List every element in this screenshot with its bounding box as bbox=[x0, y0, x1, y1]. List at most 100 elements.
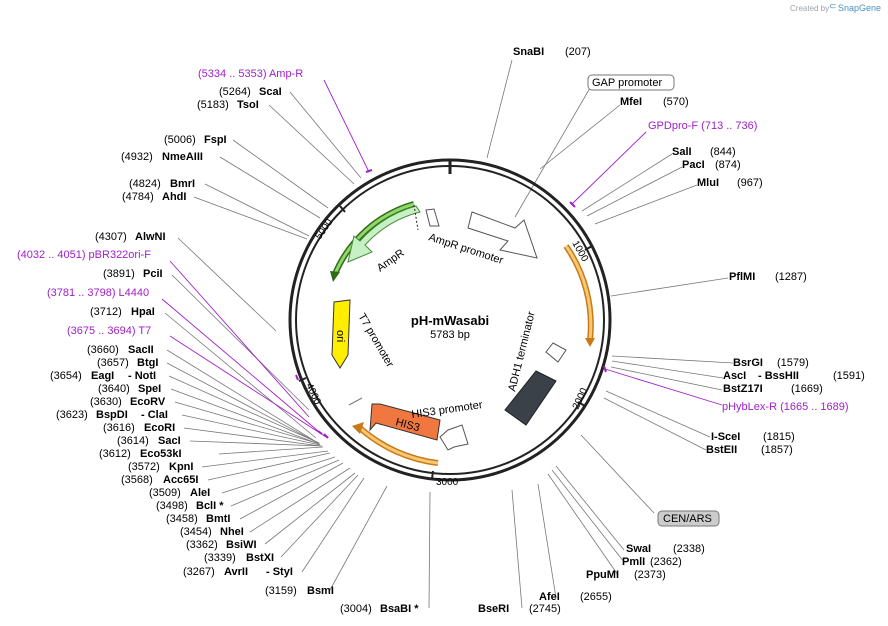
site-iscei: I-SceI bbox=[711, 431, 740, 443]
site-saci: SacI bbox=[158, 435, 181, 447]
site-bsmi-pos: (3159) bbox=[265, 585, 297, 597]
site-eagi-pos: (3654) bbox=[50, 370, 82, 382]
site-ahdi: AhdI bbox=[162, 191, 186, 203]
site-bstz17i: BstZ17I bbox=[723, 383, 763, 395]
site-tsoi-pos: (5183) bbox=[197, 99, 229, 111]
site-btgi-pos: (3657) bbox=[97, 357, 129, 369]
site-pcii-pos: (3891) bbox=[103, 268, 135, 280]
site-ppumi-pos: (2373) bbox=[634, 569, 666, 581]
ampr-dots bbox=[413, 204, 419, 231]
t7-promoter-label: T7 promoter bbox=[355, 312, 396, 370]
primer-pbr322ori: (4032 .. 4051) pBR322ori-F bbox=[17, 249, 151, 261]
site-pflmi: PflMI bbox=[729, 271, 755, 283]
site-bseri-pos: (2745) bbox=[529, 603, 561, 615]
adh1-small-arrow bbox=[545, 342, 567, 363]
site-bseri: BseRI bbox=[478, 603, 509, 615]
site-bmri-pos: (4824) bbox=[129, 178, 161, 190]
site-spei-pos: (3640) bbox=[98, 383, 130, 395]
tick-3000: 3000 bbox=[436, 477, 459, 488]
site-clai: - ClaI bbox=[141, 409, 168, 421]
site-mlui: MluI bbox=[697, 177, 719, 189]
site-ecorv-pos: (3630) bbox=[90, 396, 122, 408]
site-sacii-pos: (3660) bbox=[87, 344, 119, 356]
site-mfei-pos: (570) bbox=[663, 96, 689, 108]
site-bsabi: BsaBI * bbox=[380, 603, 419, 615]
site-afei: AfeI bbox=[539, 591, 560, 603]
site-nmeaiii-pos: (4932) bbox=[121, 151, 153, 163]
site-scai-pos: (5264) bbox=[219, 86, 251, 98]
site-spei: SpeI bbox=[138, 383, 161, 395]
ampr-label: AmpR bbox=[375, 247, 407, 274]
site-scai: ScaI bbox=[259, 86, 282, 98]
site-tsoi: TsoI bbox=[237, 99, 259, 111]
site-mlui-pos: (967) bbox=[737, 177, 763, 189]
site-nmeaiii: NmeAIII bbox=[162, 151, 203, 163]
primer-l4440: (3781 .. 3798) L4440 bbox=[47, 287, 149, 299]
site-bsshii: - BssHII bbox=[758, 370, 799, 382]
site-kpni: KpnI bbox=[169, 461, 193, 473]
site-nhei: NheI bbox=[220, 526, 244, 538]
ampr-promoter-arrow bbox=[467, 211, 538, 259]
site-alei: AleI bbox=[190, 487, 210, 499]
site-bstxi-pos: (3339) bbox=[204, 552, 236, 564]
site-saci-pos: (3614) bbox=[117, 435, 149, 447]
site-eco53ki: Eco53kI bbox=[140, 448, 182, 460]
gap-promoter-label: GAP promoter bbox=[592, 77, 662, 89]
gap-promoter-box bbox=[587, 74, 675, 91]
site-nhei-pos: (3454) bbox=[180, 526, 212, 538]
tick-marks bbox=[298, 205, 593, 480]
site-pcii: PciI bbox=[143, 268, 163, 280]
site-bmti-pos: (3458) bbox=[166, 513, 198, 525]
orf-arc-2-head-icon bbox=[352, 422, 364, 434]
site-ahdi-pos: (4784) bbox=[122, 191, 154, 203]
site-noti: - NotI bbox=[128, 370, 156, 382]
site-bsabi-pos: (3004) bbox=[340, 603, 372, 615]
site-bsrgi: BsrGI bbox=[733, 357, 763, 369]
site-asci: AscI bbox=[723, 370, 746, 382]
site-bstxi: BstXI bbox=[246, 552, 274, 564]
site-bspdi-pos: (3623) bbox=[56, 409, 88, 421]
site-bmri: BmrI bbox=[170, 178, 195, 190]
site-afei-pos: (2655) bbox=[580, 591, 612, 603]
site-alei-pos: (3509) bbox=[149, 487, 181, 499]
site-bsrgi-pos: (1579) bbox=[777, 357, 809, 369]
site-bsteii-pos: (1857) bbox=[761, 444, 793, 456]
tick-4000: 4000 bbox=[303, 382, 323, 407]
site-bsiwi-pos: (3362) bbox=[186, 539, 218, 551]
tick-2000: 2000 bbox=[571, 386, 591, 411]
site-pmli-pos: (2362) bbox=[650, 556, 682, 568]
ampr-small-arrow bbox=[425, 208, 440, 227]
site-avrii-pos: (3267) bbox=[183, 566, 215, 578]
site-kpni-pos: (3572) bbox=[128, 461, 160, 473]
site-bcli-pos: (3498) bbox=[156, 500, 188, 512]
site-snabi: SnaBI bbox=[513, 46, 544, 58]
site-paci-pos: (874) bbox=[715, 159, 741, 171]
site-bstz17i-pos: (1669) bbox=[791, 383, 823, 395]
site-pflmi-pos: (1287) bbox=[775, 271, 807, 283]
leader-lines bbox=[164, 59, 734, 609]
his3-promoter-arrow bbox=[439, 424, 469, 451]
site-styi: - StyI bbox=[266, 566, 293, 578]
site-ecorv: EcoRV bbox=[130, 396, 166, 408]
site-sali-pos: (844) bbox=[710, 146, 736, 158]
site-alwni-pos: (4307) bbox=[95, 231, 127, 243]
site-eco53ki-pos: (3612) bbox=[99, 448, 131, 460]
ori-arrow bbox=[331, 299, 351, 369]
site-bcli: BclI * bbox=[196, 500, 224, 512]
site-acc65i: Acc65I bbox=[163, 474, 198, 486]
site-sali: SalI bbox=[672, 146, 692, 158]
adh1-terminator-block bbox=[504, 370, 557, 426]
primer-markers bbox=[295, 169, 607, 439]
site-alwni: AlwNI bbox=[135, 231, 166, 243]
credit-brand: SnapGene bbox=[838, 3, 881, 13]
site-bmti: BmtI bbox=[206, 513, 230, 525]
site-sacii: SacII bbox=[128, 344, 154, 356]
primer-phyblex: pHybLex-R (1665 .. 1689) bbox=[722, 401, 849, 413]
site-ecori: EcoRI bbox=[144, 422, 175, 434]
t7-marker bbox=[348, 397, 363, 406]
orf-arc-2-fill bbox=[359, 426, 439, 465]
site-paci: PacI bbox=[682, 159, 705, 171]
his3-arrow bbox=[369, 403, 441, 441]
site-ecori-pos: (3616) bbox=[103, 422, 135, 434]
